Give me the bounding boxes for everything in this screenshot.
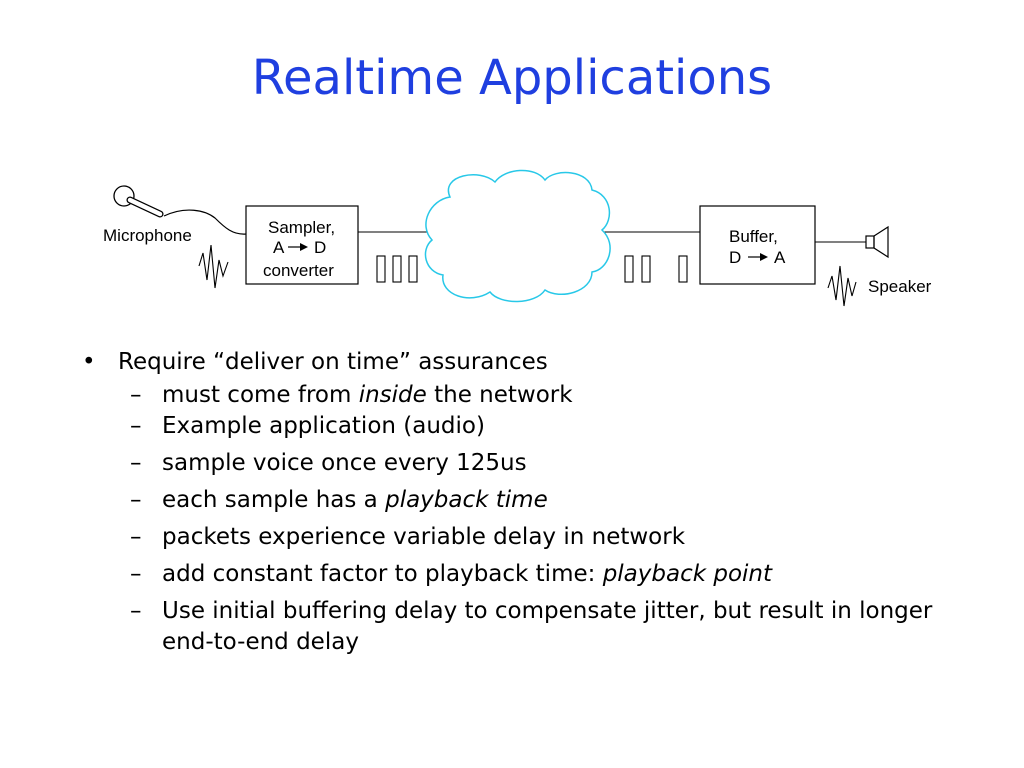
speaker-label: Speaker [868,277,932,296]
microphone-label: Microphone [103,226,192,245]
dash-marker: – [130,524,142,550]
bullet-list: • Require “deliver on time” assurances –… [80,344,980,664]
buffer-a-label: A [774,248,786,267]
sound-wave-left-icon [198,244,229,289]
buffer-d-label: D [729,248,741,267]
sub-bullet-item: – packets experience variable delay in n… [130,522,980,553]
dash-marker: – [130,561,142,587]
sub-bullet-list: – must come from inside the network – Ex… [130,380,980,658]
arrow-right-icon [288,243,308,251]
converter-label: converter [263,261,334,280]
sub-bullet-text: sample voice once every 125us [162,450,527,476]
sub-bullet-item: – must come from inside the network [130,380,980,411]
sub-bullet-item: – add constant factor to playback time: … [130,559,980,590]
audio-pipeline-diagram: Microphone Sampler, A D converter Buffer… [103,169,932,307]
sub-bullet-text: each sample has a [162,487,386,513]
microphone-icon [113,185,247,235]
sampler-a-label: A [273,238,285,257]
sub-bullet-text: the network [426,382,573,408]
sub-bullet-text: packets experience variable delay in net… [162,524,686,550]
sub-bullet-item: – each sample has a playback time [130,485,980,516]
sub-bullet-item: – Use initial buffering delay to compens… [130,596,980,658]
buffer-box [699,205,816,285]
dash-marker: – [130,382,142,408]
dash-marker: – [130,450,142,476]
sub-bullet-text: must come from [162,382,359,408]
buffer-label: Buffer, [729,227,778,246]
bullet-item: • Require “deliver on time” assurances [80,344,980,380]
speaker-icon [865,225,889,259]
dash-marker: – [130,598,142,624]
sub-bullet-italic: playback point [602,561,773,587]
sub-bullet-italic: playback time [385,487,548,513]
network-cloud-icon [424,169,611,303]
sound-wave-right-icon [827,265,857,307]
sub-bullet-text: Use initial buffering delay to compensat… [162,598,933,655]
sub-bullet-italic: inside [358,382,427,408]
bullet-text: Require “deliver on time” assurances [118,349,548,375]
sampler-label: Sampler, [268,218,335,237]
arrow-right-icon [748,253,768,261]
dash-marker: – [130,487,142,513]
packets-incoming [624,255,688,283]
bullet-marker: • [82,349,96,375]
dash-marker: – [130,413,142,439]
sub-bullet-text: Example application (audio) [162,413,485,439]
sub-bullet-item: – sample voice once every 125us [130,448,980,479]
sub-bullet-text: add constant factor to playback time: [162,561,603,587]
slide-title: Realtime Applications [251,50,773,106]
packets-outgoing [376,255,418,283]
sampler-d-label: D [314,238,326,257]
sub-bullet-item: – Example application (audio) [130,411,980,442]
